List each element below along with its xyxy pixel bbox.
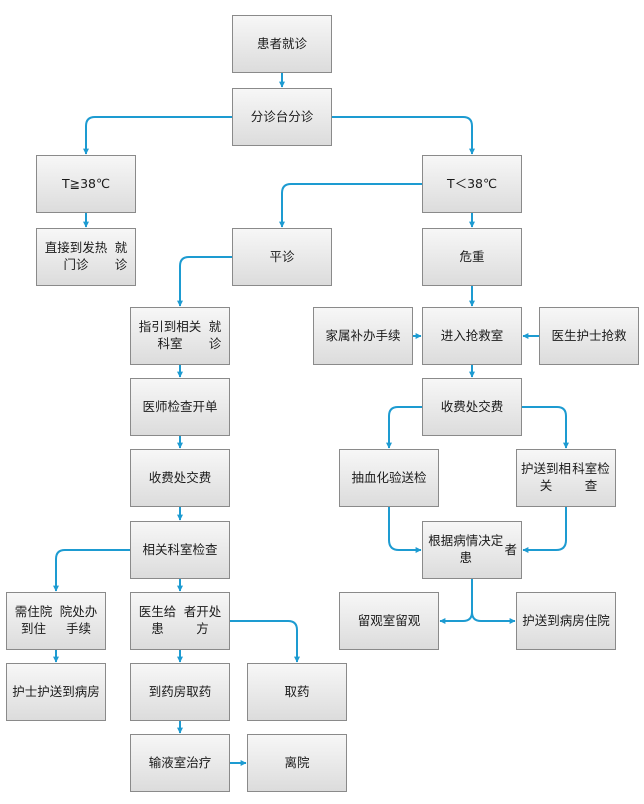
node-blood-test: 抽血化验送检	[339, 449, 439, 507]
node-temp-low: T＜38℃	[422, 155, 522, 213]
connector-n18-n21	[439, 579, 473, 624]
connector-n14-n16	[522, 406, 569, 449]
node-patient-visit: 患者就诊	[232, 15, 332, 73]
node-payment-left: 收费处交费	[130, 449, 230, 507]
node-triage: 分诊台分诊	[232, 88, 332, 146]
connector-n6-n8	[177, 256, 232, 307]
node-family-procedures: 家属补办手续	[313, 307, 413, 365]
node-guide-department: 指引到相关科室就诊	[130, 307, 230, 365]
connector-n20-n25	[230, 620, 300, 663]
connector-n14-n15	[386, 406, 422, 449]
node-escort-department: 护送到相关科室检查	[516, 449, 616, 507]
node-pharmacy: 到药房取药	[130, 663, 230, 721]
node-get-medicine: 取药	[247, 663, 347, 721]
node-decide-by-condition: 根据病情决定患者	[422, 521, 522, 579]
node-nurse-escort-ward: 护士护送到病房	[6, 663, 106, 721]
connector-n17-n19	[53, 549, 130, 592]
connector-n18-n22	[471, 611, 516, 624]
node-escort-ward: 护送到病房住院	[516, 592, 616, 650]
node-emergency-room: 进入抢救室	[422, 307, 522, 365]
connector-n2-n3	[83, 116, 232, 155]
connector-n2-n4	[332, 116, 475, 155]
node-fever-clinic: 直接到发热门诊就诊	[36, 228, 136, 286]
node-discharge: 离院	[247, 734, 347, 792]
node-payment-right: 收费处交费	[422, 378, 522, 436]
node-department-exam: 相关科室检查	[130, 521, 230, 579]
node-critical: 危重	[422, 228, 522, 286]
node-infusion-room: 输液室治疗	[130, 734, 230, 792]
node-prescription: 医生给患者开处方	[130, 592, 230, 650]
connector-n4-n6	[279, 183, 422, 228]
node-temp-high: T≧38℃	[36, 155, 136, 213]
node-observation-room: 留观室留观	[339, 592, 439, 650]
node-doctor-exam-order: 医师检查开单	[130, 378, 230, 436]
node-doctor-nurse-rescue: 医生护士抢救	[539, 307, 639, 365]
connector-n16-n18	[522, 507, 567, 553]
node-inpatient-procedures: 需住院到住院处办手续	[6, 592, 106, 650]
node-normal: 平诊	[232, 228, 332, 286]
connector-n15-n18	[388, 507, 422, 553]
